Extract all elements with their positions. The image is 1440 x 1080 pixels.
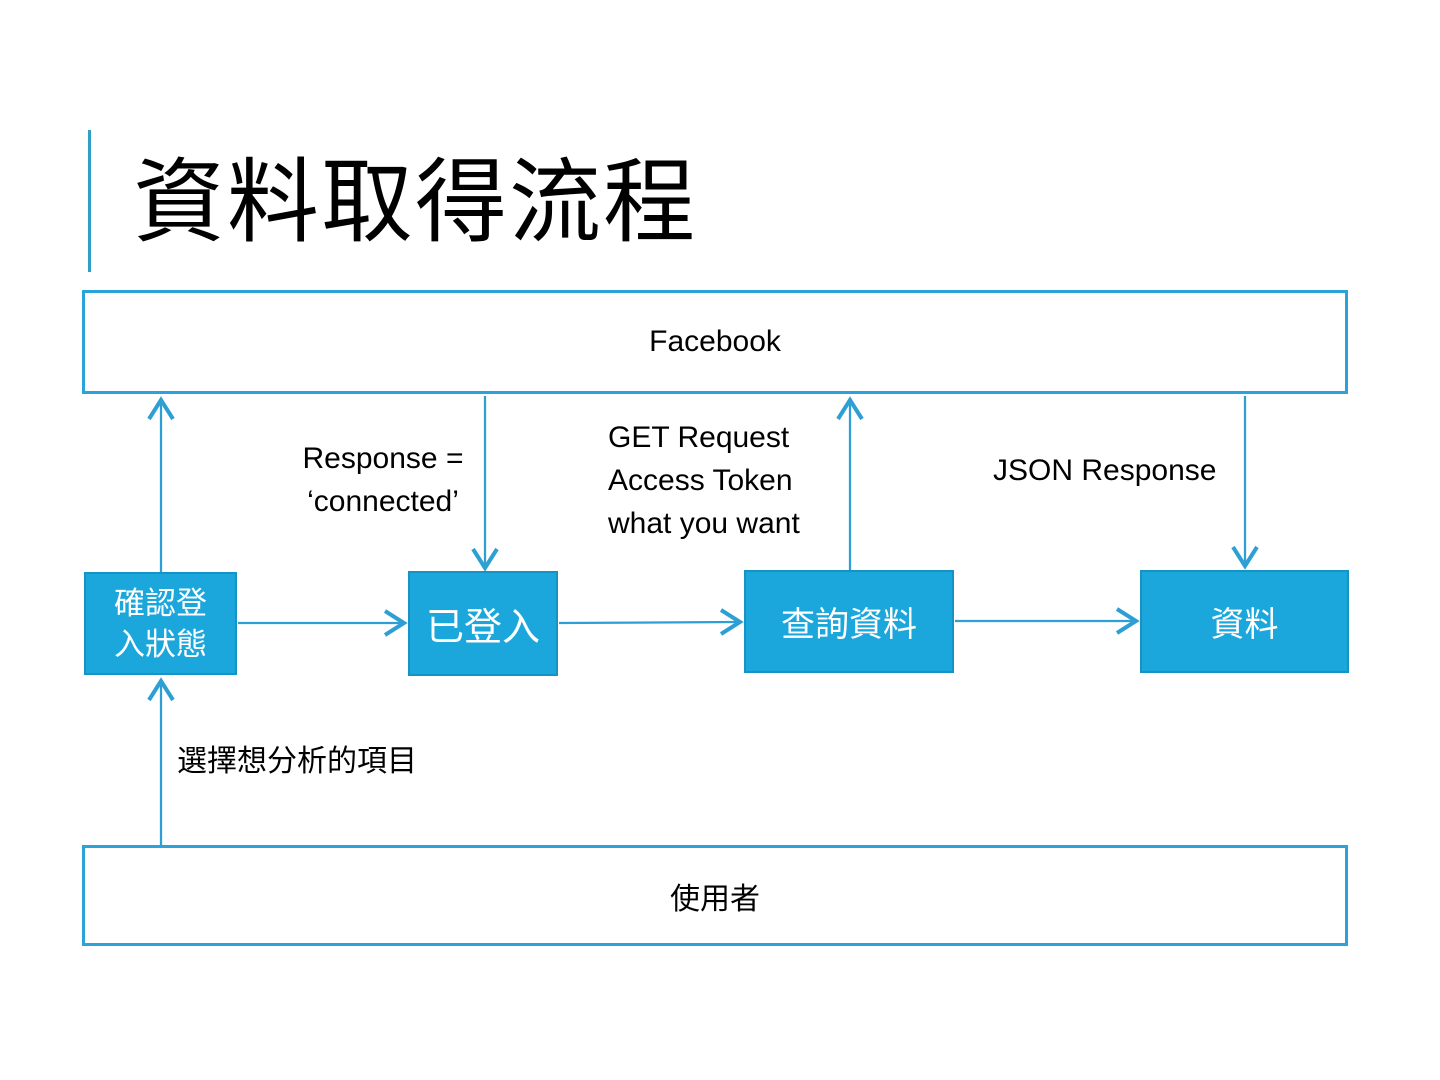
user-lane-label: 使用者	[670, 882, 760, 916]
arrow-check-login-to-logged-in	[238, 609, 408, 637]
page-title: 資料取得流程	[133, 152, 698, 254]
arrow-logged-in-to-query-data	[558, 608, 744, 636]
annotation-get-request-line3: what you want	[608, 507, 800, 540]
node-data: 資料	[1140, 570, 1349, 673]
arrow-facebook-to-data	[1231, 396, 1259, 570]
arrow-query-data-to-facebook	[836, 396, 864, 570]
node-check-login-line2: 入狀態	[114, 626, 207, 662]
node-check-login-line1: 確認登	[114, 585, 207, 621]
node-query-data-label: 查詢資料	[781, 606, 917, 644]
node-check-login-status: 確認登 入狀態	[84, 572, 237, 675]
arrow-query-data-to-data	[955, 607, 1140, 635]
annotation-get-request-line1: GET Request	[608, 421, 790, 454]
node-logged-in: 已登入	[408, 571, 558, 676]
annotation-json-response: JSON Response	[993, 449, 1216, 492]
node-logged-in-label: 已登入	[425, 607, 540, 649]
annotation-json-response-text: JSON Response	[993, 454, 1217, 487]
arrow-user-to-check-login	[147, 677, 175, 845]
title-accent-line	[88, 130, 91, 272]
annotation-response-line2: ‘connected’	[307, 485, 459, 518]
arrow-check-login-to-facebook	[147, 396, 175, 572]
annotation-get-request: GET Request Access Token what you want	[608, 416, 800, 545]
facebook-lane-box: Facebook	[82, 290, 1348, 394]
node-data-label: 資料	[1210, 606, 1279, 644]
facebook-lane-label: Facebook	[649, 325, 781, 358]
annotation-select-items-text: 選擇想分析的項目	[177, 745, 417, 778]
annotation-get-request-line2: Access Token	[608, 464, 793, 497]
node-query-data: 查詢資料	[744, 570, 954, 673]
annotation-response-connected: Response = ‘connected’	[255, 437, 511, 523]
annotation-response-line1: Response =	[302, 442, 464, 475]
annotation-select-items: 選擇想分析的項目	[177, 740, 417, 783]
user-lane-box: 使用者	[82, 845, 1348, 946]
